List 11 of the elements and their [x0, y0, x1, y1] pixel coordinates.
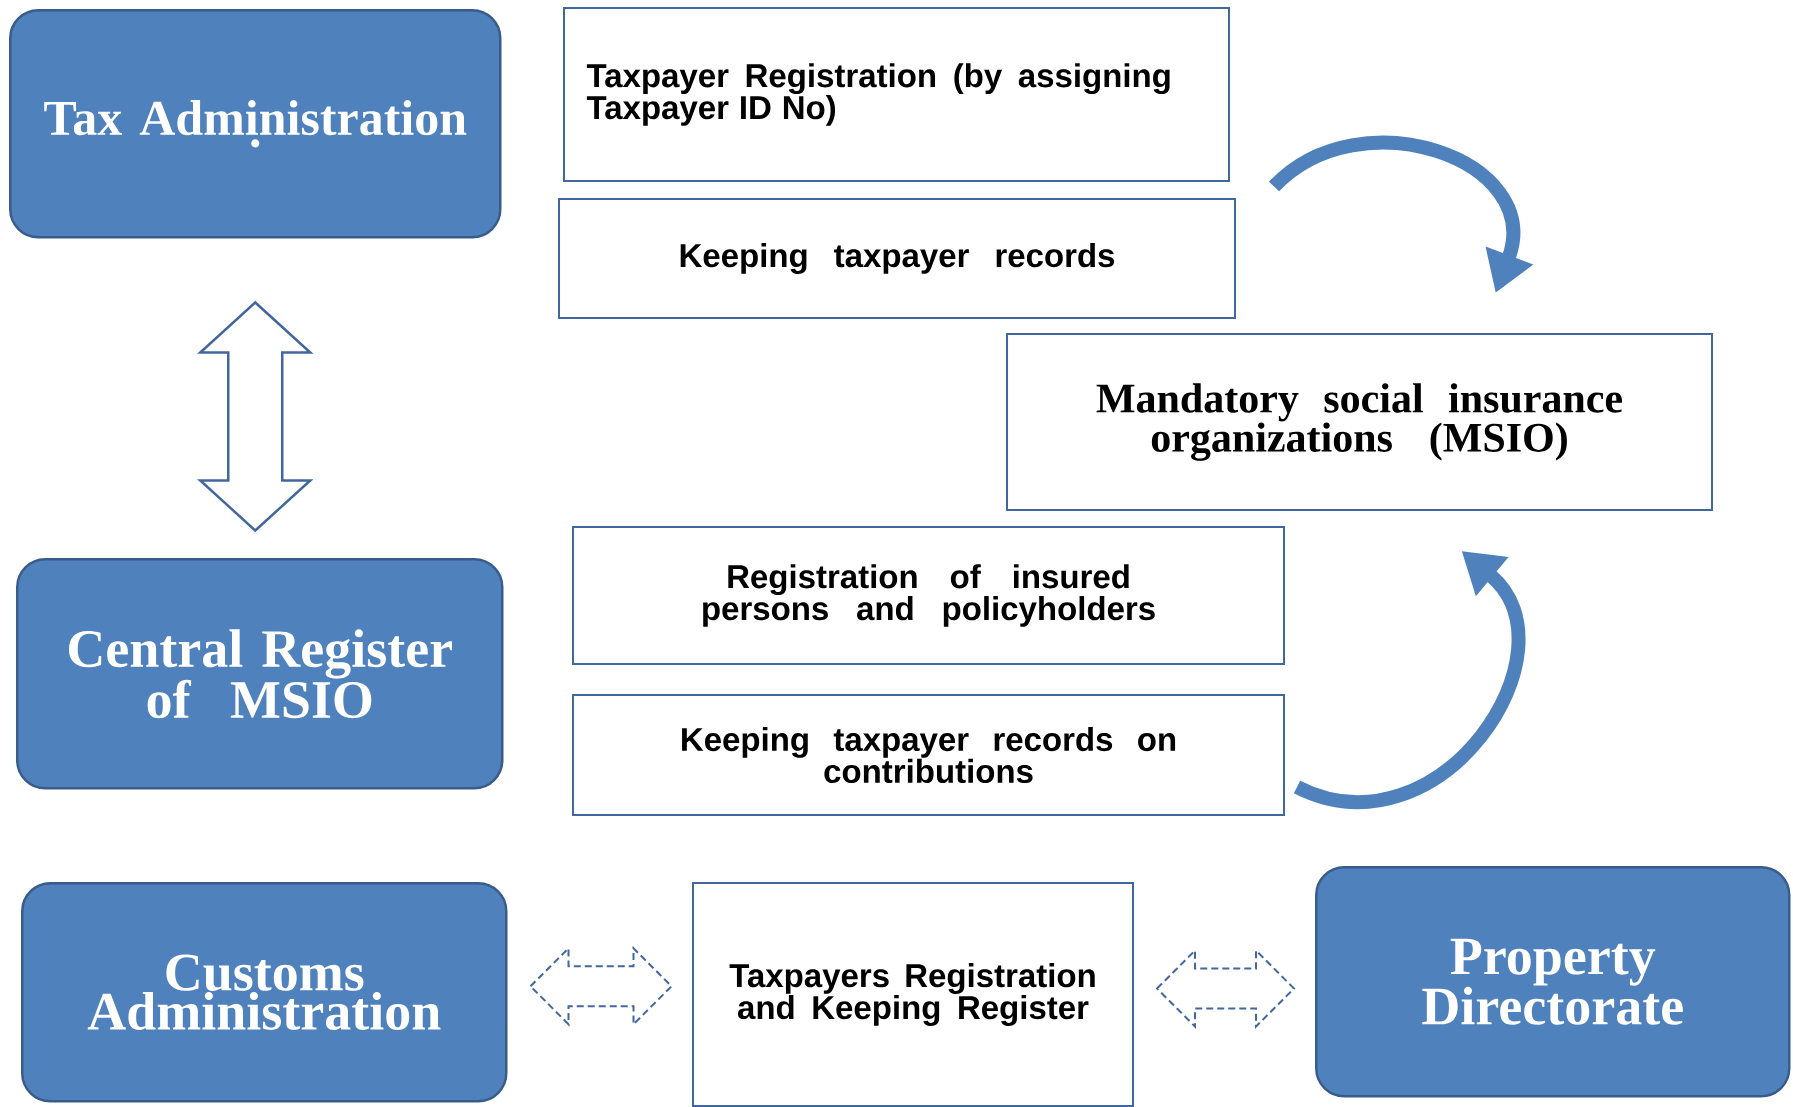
process-box: Registration of insured persons and policyholders: [572, 526, 1285, 665]
process-box: Taxpayers Registration and Keeping Register: [692, 882, 1134, 1107]
process-box: Keeping taxpayer records: [558, 198, 1236, 319]
process-box: Mandatory social insurance organizations (MSIO): [1006, 333, 1713, 511]
rounded-box: Central Register of MSIO: [16, 558, 504, 790]
rounded-box: Tax Administration .: [9, 9, 502, 239]
process-box: Taxpayer Registration (by assigning Taxpayer ID No): [563, 7, 1230, 182]
rounded-box: Customs Administration: [21, 882, 508, 1103]
rounded-box: Property Directorate: [1315, 866, 1791, 1098]
double-arrow: [529, 945, 673, 1027]
process-box: Keeping taxpayer records on contributions: [572, 694, 1285, 816]
